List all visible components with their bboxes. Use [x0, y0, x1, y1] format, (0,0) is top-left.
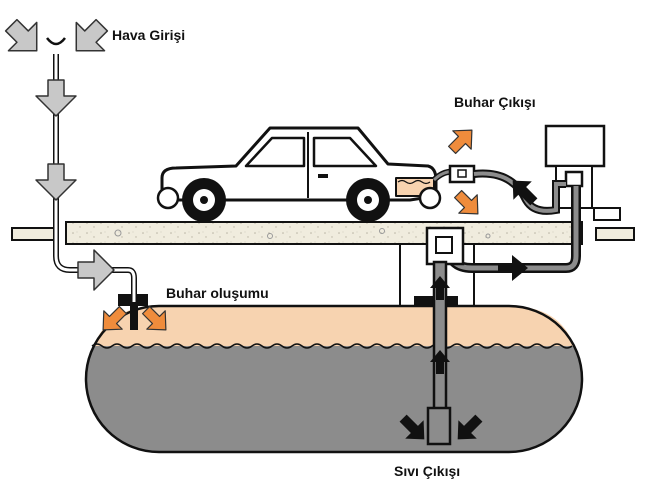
gray-arrow-icon	[4, 18, 38, 52]
car-icon	[156, 126, 442, 222]
liquid-surface	[91, 343, 573, 349]
air-inlet-label: Hava Girişi	[112, 27, 185, 43]
vapor-outlet-label: Buhar Çıkışı	[454, 94, 536, 110]
orange-arrow-icon	[453, 189, 479, 215]
black-arrow-icon	[457, 414, 483, 440]
orange-arrow-icon	[141, 305, 167, 331]
storage-tank	[84, 243, 584, 454]
filler-nozzle	[431, 164, 476, 184]
gray-arrow-icon	[35, 79, 77, 117]
vent-cap	[46, 37, 66, 46]
gray-arrow-icon	[75, 18, 109, 52]
liquid-outlet-label: Sıvı Çıkışı	[394, 463, 460, 479]
black-arrow-icon	[512, 180, 538, 206]
vapor-formation-label: Buhar oluşumu	[166, 285, 269, 301]
gray-arrow-icon	[35, 163, 77, 201]
orange-arrow-icon	[447, 129, 473, 155]
black-arrow-icon	[430, 276, 450, 300]
vapor-formation-arrows	[102, 305, 167, 331]
gray-arrow-icon	[77, 249, 115, 291]
orange-arrow-icon	[102, 305, 128, 331]
flow-arrows	[399, 180, 538, 440]
black-arrow-icon	[498, 255, 528, 281]
air-arrows	[4, 18, 115, 291]
black-arrow-icon	[399, 414, 425, 440]
black-arrow-icon	[430, 350, 450, 374]
ground-slab	[11, 221, 635, 245]
vapor-outlet-arrows	[447, 129, 479, 215]
